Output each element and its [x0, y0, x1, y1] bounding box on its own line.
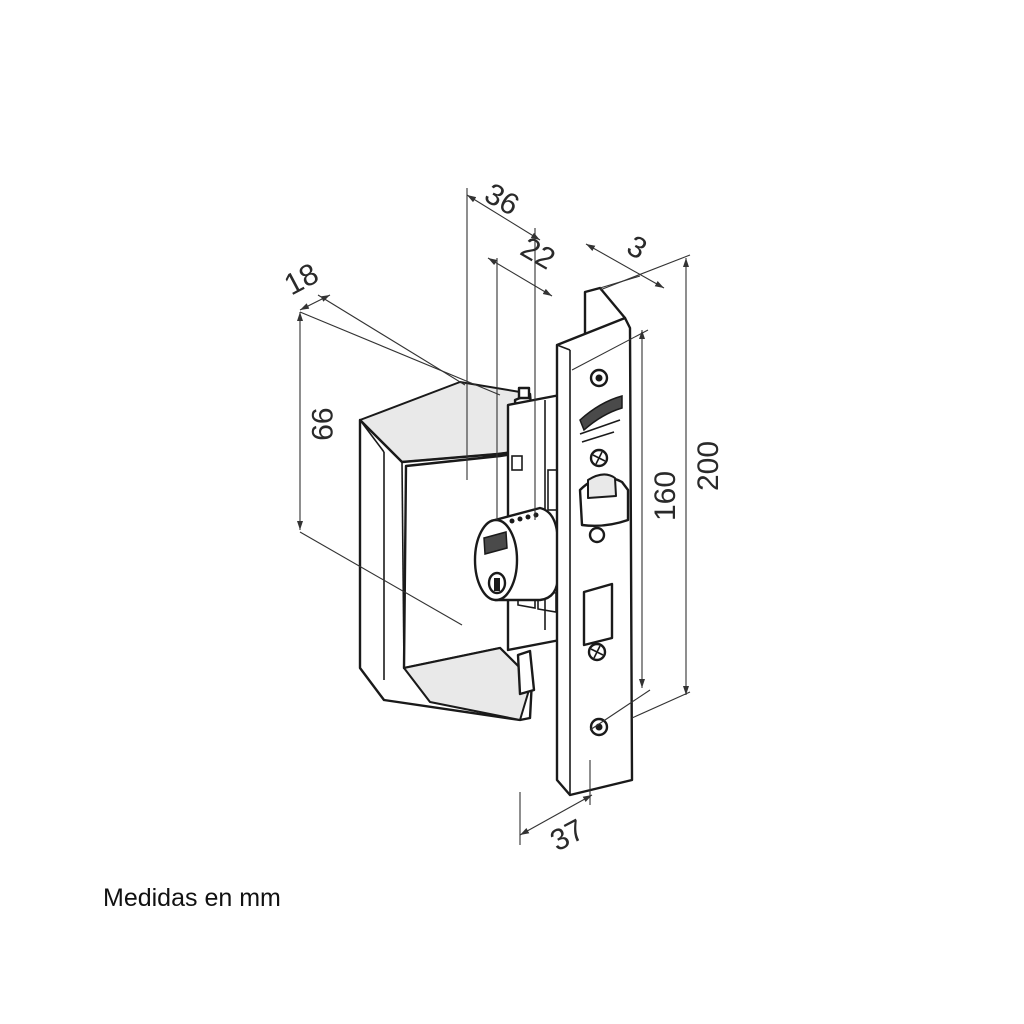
dim-label-18: 18 [279, 257, 324, 302]
faceplate [555, 286, 634, 797]
dim-label-3: 3 [621, 229, 652, 266]
dim-label-200: 200 [692, 441, 725, 491]
measurement-units-caption: Medidas en mm [103, 884, 281, 912]
dim-label-37: 37 [545, 813, 590, 858]
key-cylinder [473, 506, 560, 602]
dimension-lines [297, 188, 691, 845]
dim-label-22: 22 [515, 231, 560, 276]
dim-label-160: 160 [649, 471, 682, 521]
dim-label-36: 36 [479, 177, 524, 222]
dim-label-99: 99 [305, 407, 338, 440]
